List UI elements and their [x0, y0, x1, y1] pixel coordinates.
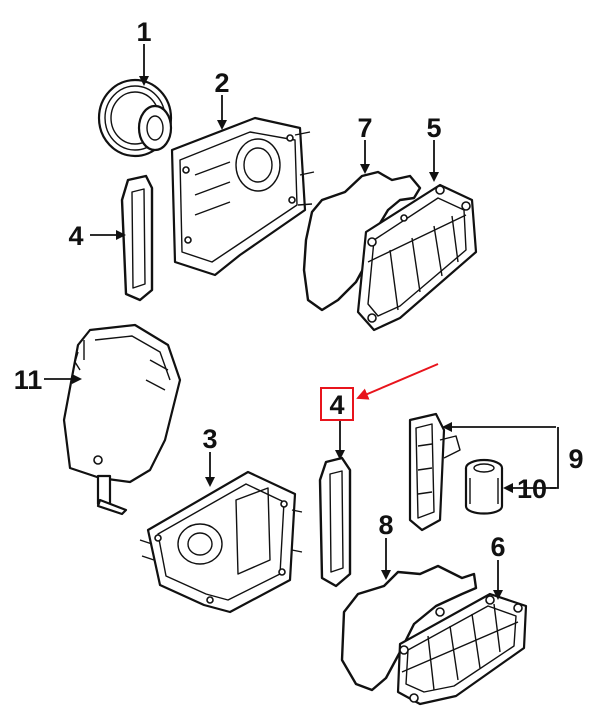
oil-filter-part	[464, 458, 504, 515]
valve-cover-gasket-lower-part	[340, 564, 478, 692]
callout-6: 6	[490, 532, 505, 562]
front-cover-upper-part	[170, 116, 315, 277]
callout-9: 9	[568, 444, 583, 474]
callout-2: 2	[214, 68, 229, 98]
callout-3: 3	[202, 424, 217, 454]
tensioner-part	[408, 412, 461, 532]
oil-reservoir-part	[62, 323, 182, 516]
callout-4-lower: 4	[329, 390, 344, 420]
leader-lines	[44, 44, 559, 600]
valve-cover-gasket-upper-part	[302, 170, 422, 312]
front-cover-lower-part	[139, 470, 303, 614]
pulley-part	[97, 78, 173, 158]
valve-cover-lower-part	[396, 592, 528, 706]
callout-7: 7	[357, 113, 372, 143]
highlight-arrow	[356, 363, 439, 400]
callout-8: 8	[378, 510, 393, 540]
callout-10: 10	[517, 474, 547, 504]
valve-cover-upper-part	[356, 183, 478, 332]
callout-1: 1	[136, 17, 151, 47]
callout-5: 5	[426, 113, 441, 143]
highlight-annotation	[320, 363, 439, 421]
callout-labels: 1 2 7 5 4 11 3 4 9 10 8 6	[14, 17, 584, 562]
highlight-box	[320, 387, 354, 421]
small-gasket-upper-part	[120, 174, 154, 302]
callout-4-upper: 4	[68, 221, 83, 251]
small-gasket-lower-part	[318, 456, 352, 588]
callout-11: 11	[14, 365, 43, 395]
